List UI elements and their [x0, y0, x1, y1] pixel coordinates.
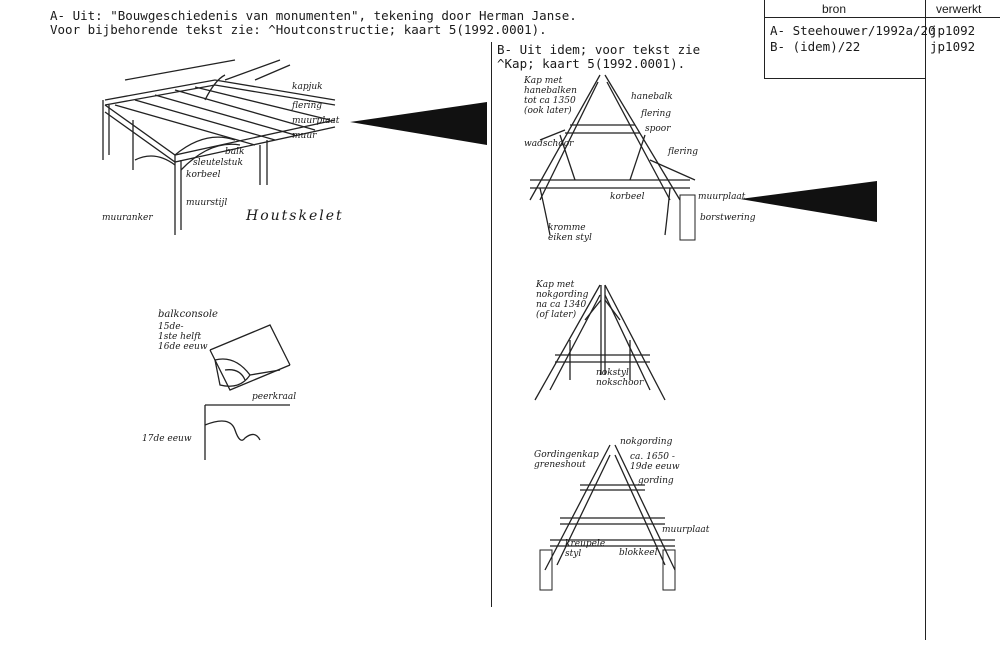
caption-a-line2: Voor bijbehorende tekst zie: ^Houtconstr…	[50, 22, 547, 37]
row-b-bron: B- (idem)/22	[770, 39, 861, 54]
row-b-verwerkt: jp1092	[930, 39, 976, 54]
caption-b-line1: B- Uit idem; voor tekst zie	[497, 42, 701, 57]
label-blokkeel: blokkeel	[619, 548, 658, 558]
row-a-bron: A- Steehouwer/1992a/20	[770, 23, 936, 38]
label-borstwering: borstwering	[700, 213, 756, 223]
label-gordingenkap: Gordingenkap greneshout	[534, 450, 599, 470]
label-kromme-styl: kromme eiken styl	[548, 223, 592, 243]
label-flering-b1: flering	[641, 109, 672, 119]
table-header-rule	[764, 17, 1000, 18]
table-left-border	[764, 0, 765, 78]
balkconsole-drawing	[204, 324, 291, 460]
label-muur: muur	[292, 131, 317, 141]
pointer-triangle-b	[740, 181, 877, 222]
kap-hanebalken-drawing	[529, 74, 696, 241]
label-sleutelstuk: sleutelstuk	[193, 158, 243, 168]
label-b1-title: Kap met hanebalken tot ca 1350 (ook late…	[524, 76, 577, 116]
label-peerkraal: peerkraal	[252, 392, 297, 402]
label-wadschoor: wadschoor	[524, 139, 574, 149]
label-muurplaat-a: muurplaat	[292, 116, 340, 126]
label-b3-date: ca. 1650 - 19de eeuw	[630, 452, 680, 472]
label-gording: gording	[638, 476, 674, 486]
label-17de-eeuw: 17de eeuw	[142, 434, 192, 444]
label-kapjuk: kapjuk	[292, 82, 323, 92]
label-console-period: 15de- 1ste helft 16de eeuw	[158, 322, 208, 352]
label-nokgording: nokgording	[620, 437, 673, 447]
label-nokstyl: nokstyl nokschoor	[596, 368, 644, 388]
label-hanebalk: hanebalk	[631, 92, 673, 102]
timber-frame-drawing	[102, 59, 336, 235]
table-bottom-rule	[764, 78, 925, 79]
kap-nokgording-drawing	[534, 284, 666, 401]
label-korbeel-b1: korbeel	[610, 192, 645, 202]
label-b2-title: Kap met nokgording na ca 1340 (of later)	[536, 280, 589, 320]
label-muuranker: muuranker	[102, 213, 153, 223]
label-muurplaat-b3: muurplaat	[662, 525, 710, 535]
label-muurplaat-b1: muurplaat	[698, 192, 746, 202]
label-balk: balk	[225, 147, 245, 157]
table-divider	[925, 0, 926, 640]
label-kreupele-styl: kreupele styl	[565, 539, 606, 559]
label-flering-a: flering	[292, 101, 323, 111]
section-divider	[491, 42, 492, 607]
pointer-triangle-a	[350, 102, 487, 145]
row-a-verwerkt: jp1092	[930, 23, 976, 38]
label-flering-b1-2: flering	[668, 147, 699, 157]
caption-a-line1: A- Uit: "Bouwgeschiedenis van monumenten…	[50, 8, 577, 23]
col-verwerkt-header: verwerkt	[936, 2, 982, 16]
label-korbeel: korbeel	[186, 170, 221, 180]
label-balkconsole: balkconsole	[158, 309, 218, 320]
label-muurstijl: muurstijl	[186, 198, 228, 208]
label-spoor: spoor	[645, 124, 671, 134]
label-houtskelet: Houtskelet	[246, 208, 344, 224]
gordingenkap-drawing	[539, 444, 676, 591]
caption-b-line2: ^Kap; kaart 5(1992.0001).	[497, 56, 686, 71]
col-bron-header: bron	[822, 2, 847, 16]
